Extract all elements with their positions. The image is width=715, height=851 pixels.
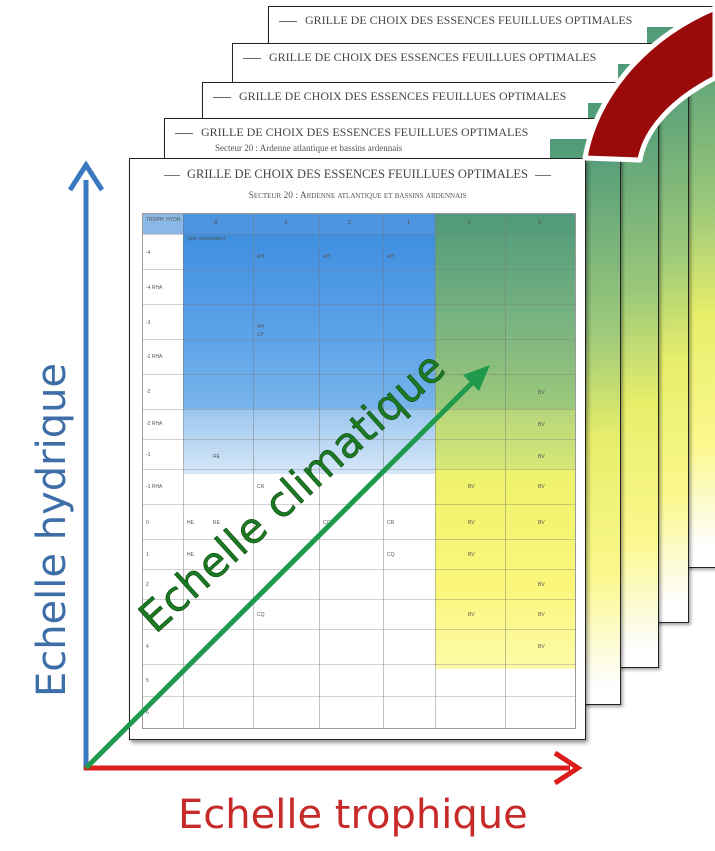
cell-code: BV [538, 644, 545, 650]
cell-code: HE [187, 552, 194, 558]
sheet-title: GRILLE DE CHOIX DES ESSENCES FEUILLUES O… [175, 125, 614, 141]
big-curved-arrow [582, 5, 715, 163]
diag-axis-line [84, 371, 484, 770]
row-label: -2 [146, 389, 151, 395]
row-label: -4 RHA [146, 285, 163, 291]
band-corner [143, 214, 183, 234]
row-label: -2 RHA [146, 421, 163, 427]
col-label: 1' [348, 220, 352, 226]
cell-code: BV [538, 484, 545, 490]
cell-code: AH [323, 254, 330, 260]
cell-code: BV [538, 454, 545, 460]
band-yellow [435, 469, 575, 669]
cell-code: BV [538, 422, 545, 428]
row-label: -2 RHA [146, 354, 163, 360]
species-grid: TROPH. HYDR. -2 -1 1' 1 2 3 (sols carbon… [142, 213, 576, 729]
col-label: 1 [407, 220, 410, 226]
cell-code: AH [257, 324, 264, 330]
band-green-3 [435, 214, 575, 409]
row-label: 6 [146, 710, 149, 716]
cell-code: BV [538, 612, 545, 618]
x-axis-label: Echelle trophique [178, 792, 528, 838]
band-header [183, 214, 435, 234]
cell-code: RE [213, 520, 220, 526]
cell-code: HE [187, 520, 194, 526]
row-label: -3 [146, 320, 151, 326]
cell-code: BV [468, 612, 475, 618]
band-blue [183, 234, 435, 409]
row-label: 0 [146, 520, 149, 526]
row-label: 5 [146, 678, 149, 684]
cell-code: BV [538, 582, 545, 588]
cell-code: AH [387, 254, 394, 260]
col-label: -1 [283, 220, 288, 226]
cell-code: BV [468, 520, 475, 526]
cell-code: BV [538, 390, 545, 396]
y-axis-label: Echelle hydrique [29, 362, 75, 698]
row-label: 3 [146, 612, 149, 618]
cell-code: BV [468, 484, 475, 490]
row-label: -4 [146, 250, 151, 256]
row-label: 2 [146, 582, 149, 588]
x-axis-arrowhead [553, 750, 583, 786]
col-note: (sols carbonatés) [187, 236, 226, 242]
sheet-subtitle: Secteur 20 : Ardenne atlantique et bassi… [215, 143, 403, 153]
cell-code: RE [213, 454, 220, 460]
cell-code: CP [257, 332, 264, 338]
sheet-subtitle: Secteur 20 : Ardenne atlantique et bassi… [248, 191, 467, 201]
sheet-title: GRILLE DE CHOIX DES ESSENCES FEUILLUES O… [243, 50, 682, 66]
sheet-title: GRILLE DE CHOIX DES ESSENCES FEUILLUES O… [279, 13, 711, 29]
y-axis-arrowhead [67, 160, 105, 192]
cell-code: CQ [323, 520, 331, 526]
band-green-2 [435, 409, 575, 469]
col-label: 3 [538, 220, 541, 226]
cell-code: CQ [257, 612, 265, 618]
col-label: -2 [213, 220, 218, 226]
front-sheet: GRILLE DE CHOIX DES ESSENCES FEUILLUES O… [129, 158, 586, 740]
cell-code: BV [468, 552, 475, 558]
sheet-title: GRILLE DE CHOIX DES ESSENCES FEUILLUES O… [213, 89, 652, 105]
cell-code: AH [257, 254, 264, 260]
row-label: 1 [146, 552, 149, 558]
cell-code: CR [387, 520, 395, 526]
row-label: 4 [146, 644, 149, 650]
corner-label: TROPH. HYDR. [146, 217, 182, 223]
diag-axis-arrowhead [463, 365, 490, 391]
cell-code: CR [257, 484, 265, 490]
cell-code: BV [538, 520, 545, 526]
row-label: -1 [146, 452, 151, 458]
sheet-title: GRILLE DE CHOIX DES ESSENCES FEUILLUES O… [130, 167, 585, 182]
row-label: -1 RHA [146, 484, 163, 490]
col-label: 2 [468, 220, 471, 226]
cell-code: CQ [387, 552, 395, 558]
